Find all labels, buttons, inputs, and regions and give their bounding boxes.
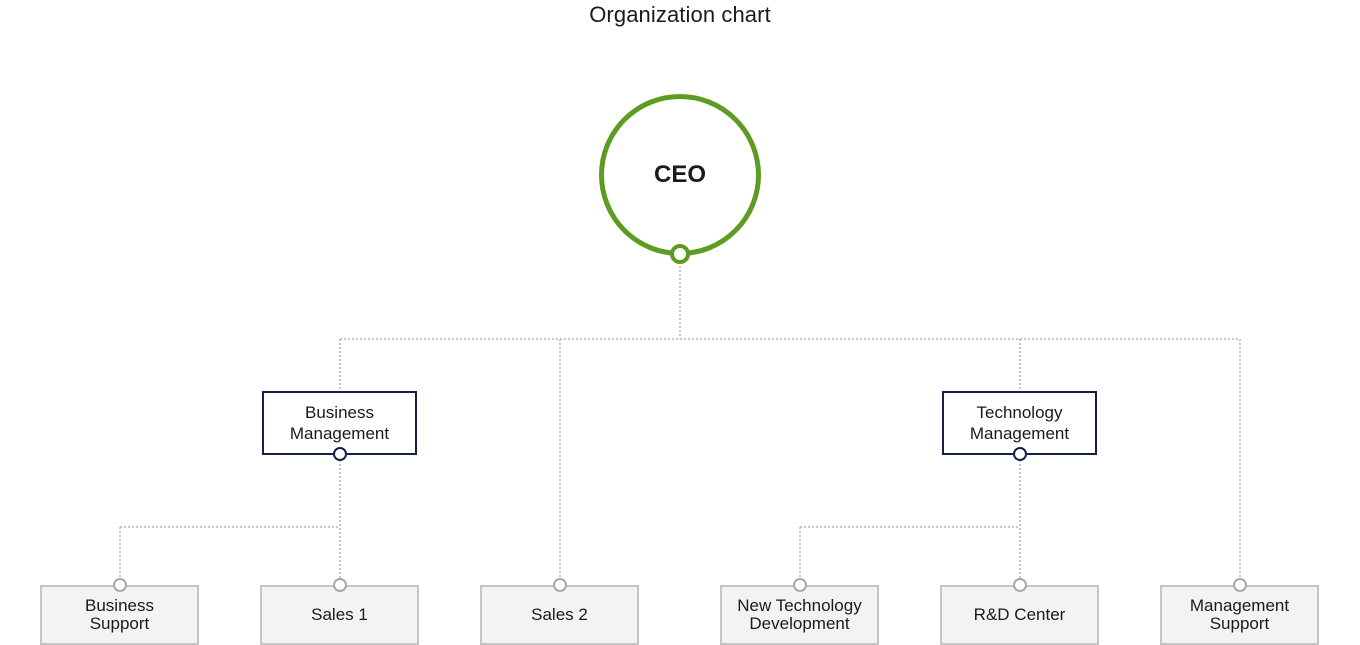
technology-management-label: Technology Management bbox=[969, 403, 1070, 443]
technology-management-connector-dot bbox=[1013, 447, 1027, 461]
business-management-node: Business Management bbox=[262, 391, 417, 455]
department-rd-center: R&D Center bbox=[940, 585, 1099, 645]
chart-title: Organization chart bbox=[589, 2, 771, 27]
technology-management-node: Technology Management bbox=[942, 391, 1097, 455]
department-sales-2: Sales 2 bbox=[480, 585, 639, 645]
sales-1-connector-dot bbox=[333, 578, 347, 592]
ceo-connector-dot bbox=[670, 244, 690, 264]
department-label: Sales 1 bbox=[311, 605, 368, 624]
department-label: Business Support bbox=[85, 596, 154, 633]
ceo-node: CEO bbox=[599, 94, 761, 256]
department-label: R&D Center bbox=[973, 605, 1066, 624]
new-technology-development-connector-dot bbox=[793, 578, 807, 592]
rd-center-connector-dot bbox=[1013, 578, 1027, 592]
department-label: New Technology Development bbox=[737, 596, 862, 633]
department-label: Management Support bbox=[1189, 596, 1290, 633]
business-management-connector-dot bbox=[333, 447, 347, 461]
management-support-connector-dot bbox=[1233, 578, 1247, 592]
department-new-technology-development: New Technology Development bbox=[720, 585, 879, 645]
department-sales-1: Sales 1 bbox=[260, 585, 419, 645]
department-management-support: Management Support bbox=[1160, 585, 1319, 645]
department-business-support: Business Support bbox=[40, 585, 199, 645]
business-support-connector-dot bbox=[113, 578, 127, 592]
sales-2-connector-dot bbox=[553, 578, 567, 592]
department-label: Sales 2 bbox=[531, 605, 588, 624]
business-management-label: Business Management bbox=[289, 403, 390, 443]
ceo-label: CEO bbox=[653, 161, 706, 188]
